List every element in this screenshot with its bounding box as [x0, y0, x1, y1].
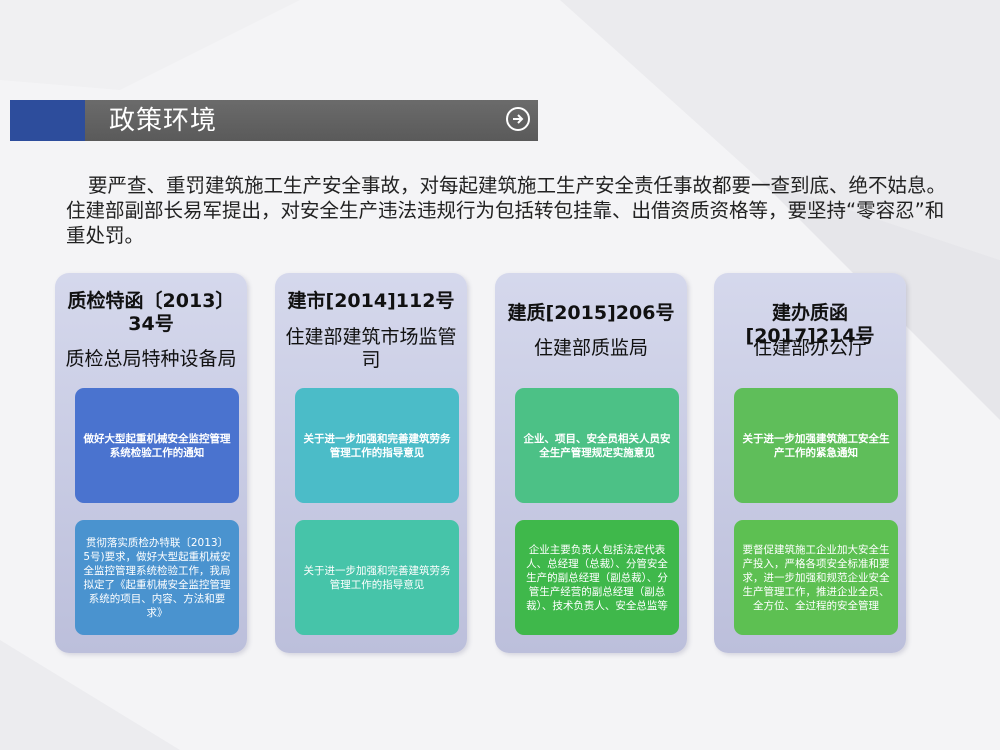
policy-card-2: 建市[2014]112号 住建部建筑市场监管司 关于进一步加强和完善建筑劳务管理…	[275, 273, 467, 653]
intro-text: 要严查、重罚建筑施工生产安全事故，对每起建筑施工生产安全责任事故都要一查到底、绝…	[66, 174, 947, 247]
policy-summary-box: 贯彻落实质检办特联〔2013〕5号)要求，做好大型起重机械安全监控管理系统检验工…	[75, 520, 239, 635]
policy-summary-box: 企业主要负责人包括法定代表人、总经理（总裁）、分管安全生产的副总经理（副总裁）、…	[515, 520, 679, 635]
policy-title-box: 关于进一步加强和完善建筑劳务管理工作的指导意见	[295, 388, 459, 503]
policy-card-1: 质检特函〔2013〕34号 质检总局特种设备局 做好大型起重机械安全监控管理系统…	[55, 273, 247, 653]
policy-card-3: 建质[2015]206号 住建部质监局 企业、项目、安全员相关人员安全生产管理规…	[495, 273, 687, 653]
policy-title-text: 关于进一步加强建筑施工安全生产工作的紧急通知	[742, 432, 890, 459]
policy-summary-box: 关于进一步加强和完善建筑劳务管理工作的指导意见	[295, 520, 459, 635]
intro-paragraph: 要严查、重罚建筑施工生产安全事故，对每起建筑施工生产安全责任事故都要一查到底、绝…	[66, 173, 946, 248]
policy-code: 质检特函〔2013〕34号	[67, 290, 235, 335]
policy-title-box: 企业、项目、安全员相关人员安全生产管理规定实施意见	[515, 388, 679, 503]
policy-code: 建办质函[2017]214号	[745, 302, 875, 347]
policy-code: 建质[2015]206号	[507, 302, 675, 324]
header-accent-block	[10, 100, 85, 141]
policy-title-box: 做好大型起重机械安全监控管理系统检验工作的通知	[75, 388, 239, 503]
issuing-department: 住建部办公厅	[752, 337, 867, 359]
policy-summary-text: 关于进一步加强和完善建筑劳务管理工作的指导意见	[303, 564, 451, 591]
policy-title-text: 企业、项目、安全员相关人员安全生产管理规定实施意见	[523, 432, 671, 459]
policy-code: 建市[2014]112号	[287, 290, 455, 312]
policy-summary-box: 要督促建筑施工企业加大安全生产投入，严格各项安全标准和要求，进一步加强和规范企业…	[734, 520, 898, 635]
section-header: 政策环境	[10, 100, 538, 141]
policy-summary-text: 企业主要负责人包括法定代表人、总经理（总裁）、分管安全生产的副总经理（副总裁）、…	[526, 543, 668, 612]
policy-title-text: 关于进一步加强和完善建筑劳务管理工作的指导意见	[303, 432, 451, 459]
policy-summary-text: 要督促建筑施工企业加大安全生产投入，严格各项安全标准和要求，进一步加强和规范企业…	[742, 543, 890, 612]
issuing-department: 住建部质监局	[533, 337, 648, 359]
arrow-right-circle-icon[interactable]	[506, 107, 530, 131]
policy-title-box: 关于进一步加强建筑施工安全生产工作的紧急通知	[734, 388, 898, 503]
issuing-department: 住建部建筑市场监管司	[285, 326, 457, 371]
policy-title-text: 做好大型起重机械安全监控管理系统检验工作的通知	[83, 432, 231, 459]
section-title: 政策环境	[109, 106, 218, 136]
issuing-department: 质检总局特种设备局	[65, 348, 237, 370]
policy-summary-text: 贯彻落实质检办特联〔2013〕5号)要求，做好大型起重机械安全监控管理系统检验工…	[83, 536, 231, 619]
policy-card-4: 建办质函[2017]214号 住建部办公厅 关于进一步加强建筑施工安全生产工作的…	[714, 273, 906, 653]
